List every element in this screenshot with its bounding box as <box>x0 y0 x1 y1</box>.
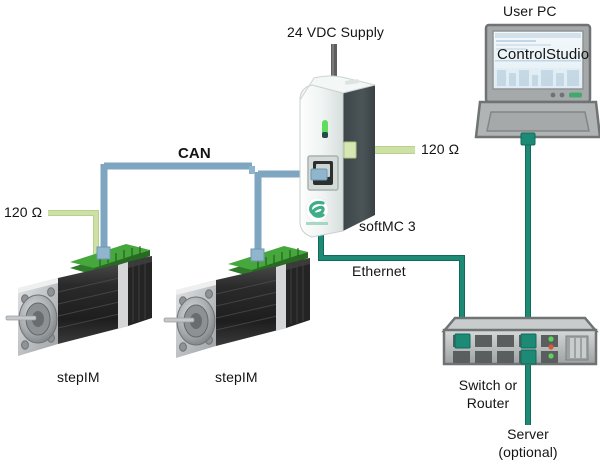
label-server-line2: (optional) <box>498 444 558 460</box>
label-controller: softMC 3 <box>359 218 416 234</box>
switch-port-row-bottom[interactable] <box>453 351 558 363</box>
switch-status-leds <box>548 336 554 359</box>
label-switch-line1: Switch or <box>458 377 518 393</box>
user-pc-laptop[interactable] <box>474 23 600 146</box>
label-ethernet: Ethernet <box>352 263 406 279</box>
can-bus-cable <box>100 162 312 258</box>
controller-status-led <box>322 120 328 138</box>
laptop-indicator-leds <box>550 92 582 98</box>
network-switch[interactable] <box>441 316 599 366</box>
switch-vents <box>565 335 589 361</box>
screen-ui-mock <box>495 33 581 88</box>
switch-plug-controller <box>454 333 471 349</box>
ethernet-cable-controller-switch <box>318 233 465 318</box>
label-terminator-left: 120 Ω <box>4 204 43 220</box>
motor-right[interactable] <box>163 246 310 358</box>
label-motor-left: stepIM <box>57 369 100 385</box>
label-pc-software: ControlStudio <box>497 46 590 63</box>
controller-softmc3[interactable] <box>299 75 376 238</box>
label-power-supply: 24 VDC Supply <box>287 24 385 40</box>
controller-terminator-port[interactable] <box>343 141 357 159</box>
switch-plug-server <box>520 349 537 365</box>
laptop-touchpad <box>486 111 590 132</box>
terminator-left-lead <box>48 210 99 255</box>
label-terminator-right: 120 Ω <box>421 141 460 157</box>
switch-plug-pc <box>520 333 537 349</box>
label-user-pc: User PC <box>503 3 557 19</box>
label-server-line1: Server <box>507 426 549 442</box>
label-bus-can: CAN <box>178 145 211 162</box>
label-switch-line2: Router <box>466 395 510 411</box>
controller-can-port[interactable] <box>307 155 339 191</box>
label-motor-right: stepIM <box>215 369 258 385</box>
motor-left[interactable] <box>5 244 152 356</box>
controller-logo <box>305 197 329 225</box>
